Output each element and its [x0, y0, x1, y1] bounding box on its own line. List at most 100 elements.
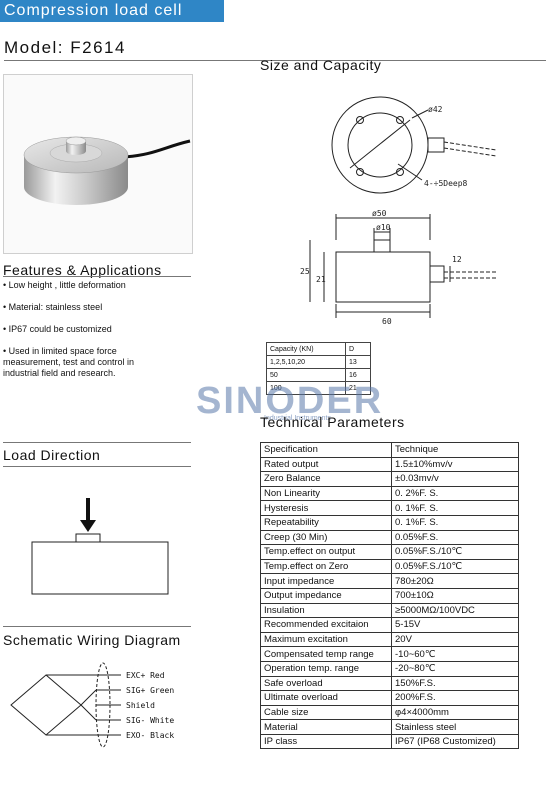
dim-holes: 4-÷5Deep8: [424, 179, 468, 188]
tech-param-value: 5-15V: [391, 617, 519, 633]
load-direction-diagram: [31, 498, 169, 595]
wire-label: SIG- White: [126, 716, 174, 725]
capacity-cell: 13: [345, 355, 371, 369]
tech-param-value: -20~80℃: [391, 660, 519, 677]
tech-param-name: Compensated temp range: [260, 646, 392, 662]
tech-param-name: Zero Balance: [260, 471, 392, 487]
tech-param-value: Stainless steel: [391, 719, 519, 735]
tech-param-name: Temp.effect on output: [260, 544, 392, 560]
wire-label: EXC+ Red: [126, 671, 165, 680]
product-photo: [3, 74, 193, 254]
tech-table-row: Insulation≥5000MΩ/100VDC: [260, 602, 519, 619]
tech-param-name: Operation temp. range: [260, 660, 392, 677]
wire-label: SIG+ Green: [126, 686, 174, 695]
tech-param-value: IP67 (IP68 Customized): [391, 733, 519, 750]
dim-21: 21: [316, 275, 326, 284]
feature-item: • Used in limited space force measuremen…: [3, 346, 135, 378]
tech-param-name: Repeatability: [260, 514, 392, 531]
tech-param-value: 780±20Ω: [391, 573, 519, 589]
tech-param-value: 700±10Ω: [391, 587, 519, 604]
dimension-drawing: ø42 4-÷5Deep8 ø50 ø10 25 21 12 60: [300, 96, 497, 326]
tech-param-name: Maximum excitation: [260, 631, 392, 648]
feature-item: • Low height , little deformation: [3, 280, 126, 290]
tech-param-value: ≥5000MΩ/100VDC: [391, 602, 519, 619]
watermark-brand: SINODER: [196, 380, 384, 422]
tech-title: Technical Parameters: [260, 414, 405, 430]
watermark-logo: SINODER Industrial Instruments: [196, 380, 383, 422]
feature-item: • Material: stainless steel: [3, 302, 103, 312]
wiring-diagram: EXC+ Red SIG+ Green Shield SIG- White EX…: [10, 662, 174, 748]
tech-param-value: 0.05%F.S./10℃: [391, 544, 519, 560]
tech-param-value: 0. 2%F. S.: [391, 485, 519, 502]
tech-param-name: Specification: [260, 442, 392, 458]
tech-table-row: Zero Balance±0.03mv/v: [260, 471, 519, 487]
capacity-cell: 21: [345, 381, 371, 395]
dim-12: 12: [452, 255, 462, 264]
load-divider-bottom: [3, 466, 191, 467]
dim-phi10: ø10: [376, 223, 391, 232]
tech-param-name: Input impedance: [260, 573, 392, 589]
load-divider-top: [3, 442, 191, 443]
tech-param-name: Hysteresis: [260, 500, 392, 516]
tech-table-row: Creep (30 Min)0.05%F.S.: [260, 529, 519, 546]
features-divider: [3, 276, 191, 277]
capacity-table-row: 1,2,5,10,20 13: [266, 355, 371, 369]
tech-param-value: -10~60℃: [391, 646, 519, 662]
wire-label: EXO- Black: [126, 731, 174, 740]
capacity-cell: 1,2,5,10,20: [266, 355, 346, 369]
tech-param-value: Technique: [391, 442, 519, 458]
capacity-table-row: 100 21: [266, 381, 371, 395]
model-label: Model: F2614: [4, 38, 126, 57]
wiring-divider-top: [3, 626, 191, 627]
header-title: Compression load cell: [4, 2, 183, 19]
tech-param-name: Non Linearity: [260, 485, 392, 502]
size-capacity-title: Size and Capacity: [260, 57, 382, 73]
tech-param-value: 20V: [391, 631, 519, 648]
load-direction-title: Load Direction: [3, 447, 101, 463]
dim-25: 25: [300, 267, 310, 276]
tech-param-value: 0.05%F.S.: [391, 529, 519, 546]
tech-param-name: Insulation: [260, 602, 392, 619]
tech-table-row: Operation temp. range-20~80℃: [260, 660, 519, 677]
header-title-bar: Compression load cell: [0, 0, 224, 22]
tech-param-name: Safe overload: [260, 675, 392, 692]
features-title: Features & Applications: [3, 262, 162, 278]
model-divider: [4, 60, 546, 61]
capacity-table: Capacity (KN) D 1,2,5,10,20 13 50 16 100…: [266, 342, 371, 395]
tech-param-name: Material: [260, 719, 392, 735]
tech-table-row: Compensated temp range-10~60℃: [260, 646, 519, 662]
tech-param-name: Temp.effect on Zero: [260, 558, 392, 575]
tech-param-name: Rated output: [260, 456, 392, 473]
capacity-header-cell: Capacity (KN): [266, 342, 346, 356]
watermark-sub: Industrial Instruments: [264, 415, 331, 422]
tech-param-value: φ4×4000mm: [391, 704, 519, 721]
tech-param-name: IP class: [260, 733, 392, 750]
tech-param-value: 150%F.S.: [391, 675, 519, 692]
dim-phi42: ø42: [428, 105, 443, 114]
tech-param-value: 0. 1%F. S.: [391, 514, 519, 531]
tech-param-value: 200%F.S.: [391, 690, 519, 706]
feature-item: • IP67 could be customized: [3, 324, 112, 334]
tech-param-name: Cable size: [260, 704, 392, 721]
wiring-title: Schematic Wiring Diagram: [3, 632, 181, 648]
tech-param-value: 1.5±10%mv/v: [391, 456, 519, 473]
tech-param-name: Output impedance: [260, 587, 392, 604]
capacity-table-header: Capacity (KN) D: [266, 342, 371, 356]
tech-param-name: Ultimate overload: [260, 690, 392, 706]
